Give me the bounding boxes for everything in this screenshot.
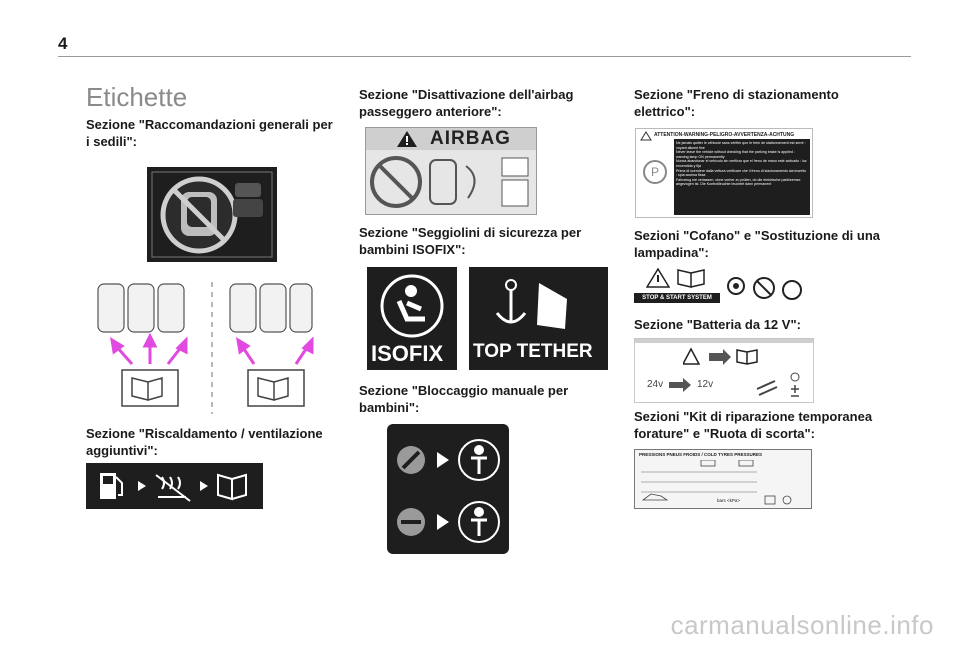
section-heading-isofix: Sezione "Seggiolini di sicurezza per bam… [359, 225, 582, 257]
seat-prohibition-label [147, 167, 277, 262]
warning-triangle-icon [397, 131, 417, 147]
watermark: carmanualsonline.info [670, 610, 934, 640]
svg-text:P: P [651, 165, 659, 179]
isofix-text: ISOFIX [371, 341, 444, 366]
arrow-icon [709, 349, 731, 365]
parkbrake-warning-header: ATTENTION-WARNING-PELIGRO-AVVERTENZA-ACH… [654, 132, 795, 138]
warning-triangle-icon [646, 268, 670, 288]
jump-cables-icon [756, 372, 800, 397]
airbag-label: AIRBAG [365, 127, 537, 215]
page-number: 4 [58, 34, 68, 53]
bonnet-label: STOP & START SYSTEM [634, 266, 814, 306]
top-tether-label: TOP TETHER [469, 267, 608, 370]
section-heading-bonnet: Sezioni "Cofano" e "Sostituzione di una … [634, 228, 880, 260]
heating-label [86, 463, 263, 509]
parkbrake-label: ATTENTION-WARNING-PELIGRO-AVVERTENZA-ACH… [635, 128, 813, 218]
header-divider [58, 56, 911, 57]
section-heading-seats: Sezione "Raccomandazioni generali per i … [86, 117, 333, 149]
battery-12v: 12v [697, 379, 714, 390]
isofix-label: ISOFIX [367, 267, 457, 370]
section-heading-battery: Sezione "Batteria da 12 V": [634, 317, 801, 332]
no-touch-icons [727, 277, 802, 300]
tyre-label-title: PRESSIONS PNEUS FROIDS / COLD TYRES PRES… [639, 452, 763, 457]
childlock-label [387, 424, 509, 554]
battery-24v: 24v [647, 379, 664, 390]
car-icon [738, 460, 754, 467]
arrow-icon [669, 378, 691, 392]
warning-triangle-icon [640, 131, 652, 141]
page-title: Etichette [86, 82, 188, 112]
section-heading-parkbrake: Sezione "Freno di stazionamento elettric… [634, 87, 839, 119]
tyre-pressure-label: PRESSIONS PNEUS FROIDS / COLD TYRES PRES… [634, 449, 812, 509]
car-icon [700, 460, 716, 467]
rear-seats-diagram [92, 278, 314, 416]
manual-icon [764, 495, 776, 505]
section-heading-heating: Sezione "Riscaldamento / ventilazione ag… [86, 426, 323, 458]
stop-start-badge: STOP & START SYSTEM [634, 293, 720, 303]
arrow-icon [437, 452, 449, 468]
anchor-icon [495, 279, 567, 329]
child-seat-icon [380, 274, 444, 338]
top-tether-text: TOP TETHER [473, 341, 593, 362]
no-seat-cover-icon [151, 171, 273, 258]
manual-icon [677, 269, 705, 288]
parkbrake-lines: Ne jamais quitter le véhicule sans vérif… [676, 141, 807, 187]
manual-icon [736, 349, 758, 365]
airbag-text: AIRBAG [430, 128, 511, 149]
section-heading-airbag: Sezione "Disattivazione dell'airbag pass… [359, 87, 574, 119]
parking-brake-icon: P [643, 160, 667, 184]
tyre-units: bars <kPa> [717, 498, 741, 503]
arrow-icon [138, 481, 146, 491]
warning-triangle-icon [683, 347, 701, 365]
battery-label: 24v 12v [634, 338, 814, 403]
section-heading-childlock: Sezione "Bloccaggio manuale per bambini"… [359, 383, 569, 415]
section-heading-tyres: Sezioni "Kit di riparazione temporanea f… [634, 409, 873, 441]
